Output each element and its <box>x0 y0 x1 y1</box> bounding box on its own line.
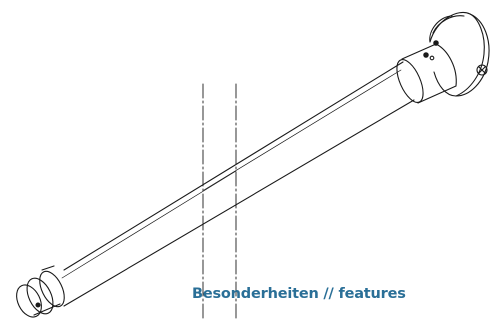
set-screw-2 <box>433 40 439 46</box>
set-screw-1 <box>423 52 429 58</box>
features-caption: Besonderheiten // features <box>192 286 406 302</box>
end-cap <box>16 265 65 318</box>
flange-screw <box>476 64 488 76</box>
wall-flange <box>429 12 490 97</box>
set-screw-3 <box>429 55 435 61</box>
tube-collar <box>396 40 457 104</box>
end-cap-screw <box>35 302 41 308</box>
rail-tube <box>61 61 415 307</box>
break-lines <box>202 83 237 319</box>
